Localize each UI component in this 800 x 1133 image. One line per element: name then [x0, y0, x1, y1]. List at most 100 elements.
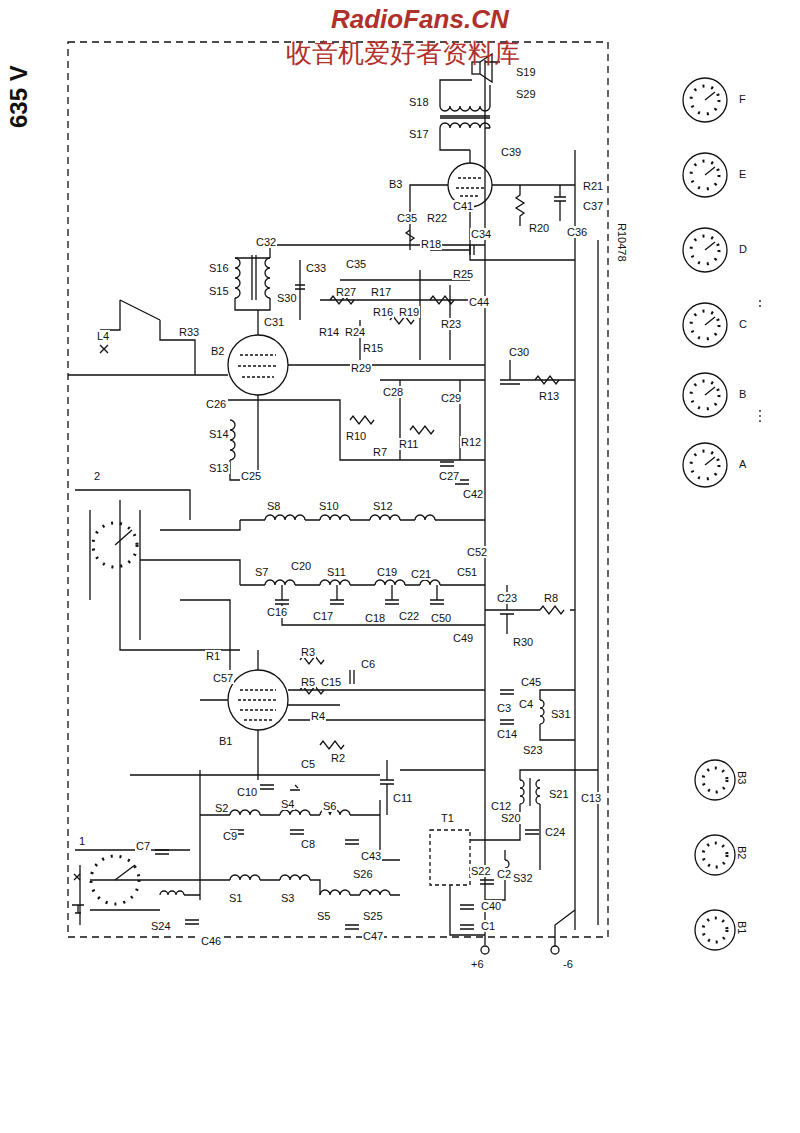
part-label: S5 — [316, 910, 331, 922]
part-label: S18 — [408, 96, 430, 108]
part-label: C51 — [456, 566, 478, 578]
part-label: C16 — [266, 606, 288, 618]
part-label: R19 — [398, 306, 420, 318]
part-label: B1 — [218, 735, 233, 747]
part-label: R16 — [372, 306, 394, 318]
part-label: C34 — [470, 228, 492, 240]
part-label: R8 — [543, 592, 559, 604]
part-label: S10 — [318, 500, 340, 512]
part-label: C23 — [496, 592, 518, 604]
part-label: R27 — [335, 286, 357, 298]
switch-section-letter: F — [738, 93, 747, 105]
part-label: C3 — [496, 702, 512, 714]
part-label: S26 — [352, 868, 374, 880]
part-label: R13 — [538, 390, 560, 402]
part-label: S20 — [500, 812, 522, 824]
part-label: C33 — [305, 262, 327, 274]
part-label: C20 — [290, 560, 312, 572]
part-label: C9 — [222, 830, 238, 842]
part-label: R15 — [362, 342, 384, 354]
part-label: C39 — [500, 146, 522, 158]
part-label: S15 — [208, 285, 230, 297]
part-label: S22 — [470, 865, 492, 877]
part-label: C26 — [205, 398, 227, 410]
part-label: C14 — [496, 728, 518, 740]
part-label: R2 — [330, 752, 346, 764]
part-label: S11 — [326, 566, 347, 578]
model-title: 635 V — [6, 65, 32, 128]
part-label: C25 — [240, 470, 262, 482]
part-label: C35 — [345, 258, 367, 270]
part-label: C47 — [362, 930, 384, 942]
part-label: S14 — [208, 428, 230, 440]
part-label: C44 — [468, 296, 490, 308]
part-label: R21 — [582, 180, 604, 192]
part-label: C50 — [430, 612, 452, 624]
part-label: S16 — [208, 262, 230, 274]
part-label: R1 — [205, 650, 221, 662]
part-label: S17 — [408, 128, 430, 140]
part-label: C17 — [312, 610, 334, 622]
part-label: C4 — [518, 698, 534, 710]
part-label: C40 — [480, 900, 502, 912]
part-label: T1 — [440, 812, 455, 824]
part-label: C21 — [410, 568, 432, 580]
part-label: C22 — [398, 610, 420, 622]
part-label: R4 — [310, 710, 326, 722]
part-label: C19 — [376, 566, 398, 578]
part-label: C43 — [360, 850, 382, 862]
supply-terminal: +6 — [470, 958, 485, 970]
part-label: S21 — [548, 788, 570, 800]
part-label: R25 — [452, 268, 474, 280]
part-label: R5 — [300, 676, 316, 688]
part-label: R24 — [344, 326, 366, 338]
part-label: R14 — [318, 326, 340, 338]
part-label: C1 — [480, 920, 496, 932]
part-label: S25 — [362, 910, 384, 922]
part-label: S6 — [322, 800, 337, 812]
part-label: C27 — [438, 470, 460, 482]
part-label: B2 — [210, 345, 225, 357]
part-label: C8 — [300, 838, 316, 850]
part-label: C52 — [466, 546, 488, 558]
part-label: C12 — [490, 800, 512, 812]
part-label: L4 — [96, 330, 110, 342]
part-label: R11 — [398, 438, 419, 450]
part-label: S3 — [280, 892, 295, 904]
part-label: S30 — [276, 292, 298, 304]
watermark: RadioFans.CN — [330, 4, 510, 34]
part-label: C32 — [255, 236, 277, 248]
switch-section-letter: D — [738, 243, 748, 255]
part-label: R22 — [426, 212, 448, 224]
part-label: S4 — [280, 798, 295, 810]
part-label: C31 — [263, 316, 285, 328]
switch-section-letter: A — [738, 458, 747, 470]
switch-section-letter: B — [738, 388, 747, 400]
part-label: C10 — [236, 786, 258, 798]
switch-section-letter: C — [738, 318, 748, 330]
part-label: C36 — [566, 226, 588, 238]
part-label: S12 — [372, 500, 394, 512]
switch-section-letter: E — [738, 168, 747, 180]
part-label: C42 — [462, 488, 484, 500]
part-label: C2 — [496, 868, 512, 880]
part-label: S1 — [228, 892, 243, 904]
part-label: C46 — [200, 935, 222, 947]
supply-terminal: -6 — [562, 958, 574, 970]
part-label: R30 — [512, 636, 534, 648]
part-label: C41 — [452, 200, 474, 212]
part-label: C18 — [364, 612, 386, 624]
switch-number: 2 — [93, 470, 101, 482]
part-label: S29 — [515, 88, 537, 100]
tube-base-label: B2 — [736, 845, 748, 860]
part-label: S8 — [266, 500, 281, 512]
part-label: C29 — [440, 392, 462, 404]
tube-base-label: B3 — [736, 770, 748, 785]
part-label: R10 — [345, 430, 367, 442]
part-label: S13 — [208, 462, 230, 474]
drawing-number: R10478 — [616, 222, 628, 263]
part-label: C45 — [520, 676, 542, 688]
part-label: R3 — [300, 646, 316, 658]
part-label: C37 — [582, 200, 604, 212]
